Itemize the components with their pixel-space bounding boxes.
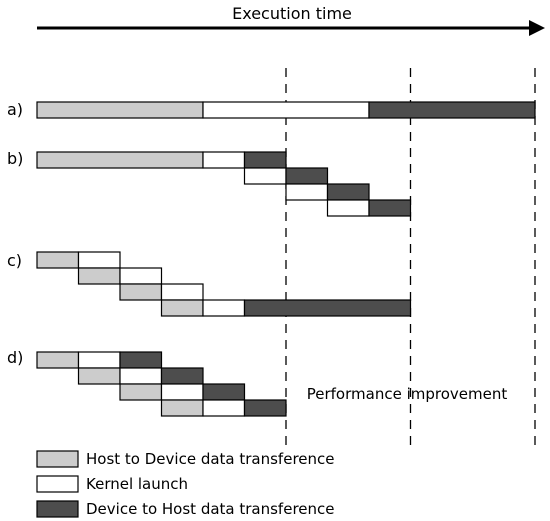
- device-to-host-block: [202, 383, 246, 401]
- device-to-host-block: [326, 183, 370, 201]
- device-to-host-block: [285, 167, 329, 185]
- legend-item: Kernel launch: [36, 475, 188, 493]
- host-to-device-block: [119, 383, 163, 401]
- kernel-launch-block: [243, 167, 287, 185]
- row-label: b): [7, 149, 23, 168]
- kernel-launch-block: [160, 383, 204, 401]
- host-to-device-block: [36, 351, 80, 369]
- kernel-launch-block: [202, 299, 246, 317]
- host-to-device-block: [160, 299, 204, 317]
- device-to-host-block: [243, 299, 412, 317]
- performance-improvement-label: Performance improvement: [307, 385, 508, 403]
- execution-time-label: Execution time: [232, 4, 352, 23]
- host-to-device-block: [36, 251, 80, 269]
- timeline-row: d): [7, 348, 287, 417]
- kernel-launch-block: [202, 151, 246, 169]
- device-to-host-block: [368, 199, 412, 217]
- kernel-launch-block: [77, 251, 121, 269]
- legend-label: Host to Device data transference: [86, 450, 335, 468]
- kernel-launch-block: [77, 351, 121, 369]
- timeline-row: c): [7, 251, 412, 317]
- kernel-launch-block: [119, 267, 163, 285]
- timeline-rows: a) b) c) d): [7, 100, 536, 417]
- device-to-host-block: [119, 351, 163, 369]
- timeline-row: a): [7, 100, 536, 119]
- kernel-launch-block: [202, 399, 246, 417]
- kernel-launch-block: [202, 101, 370, 119]
- legend-item: Host to Device data transference: [36, 450, 335, 468]
- kernel-launch-block: [119, 367, 163, 385]
- row-label: a): [7, 100, 23, 119]
- legend-label: Kernel launch: [86, 475, 188, 493]
- host-to-device-block: [36, 101, 204, 119]
- host-to-device-block: [119, 283, 163, 301]
- row-label: c): [7, 251, 22, 270]
- device-to-host-block: [160, 367, 204, 385]
- timeline-row: b): [7, 149, 412, 217]
- device-to-host-block: [243, 151, 287, 169]
- kernel-launch-block: [326, 199, 370, 217]
- legend-label: Device to Host data transference: [86, 500, 335, 518]
- legend-item: Device to Host data transference: [36, 500, 335, 518]
- host-to-device-block: [77, 267, 121, 285]
- kernel-launch-block: [160, 283, 204, 301]
- kernel-launch-swatch: [36, 475, 79, 493]
- kernel-launch-block: [285, 183, 329, 201]
- host-to-device-block: [160, 399, 204, 417]
- host-to-device-block: [77, 367, 121, 385]
- host-to-device-block: [36, 151, 204, 169]
- device-to-host-swatch: [36, 500, 79, 518]
- row-label: d): [7, 348, 23, 367]
- device-to-host-block: [368, 101, 536, 119]
- host-to-device-swatch: [36, 450, 79, 468]
- execution-time-arrowhead: [529, 20, 545, 36]
- device-to-host-block: [243, 399, 287, 417]
